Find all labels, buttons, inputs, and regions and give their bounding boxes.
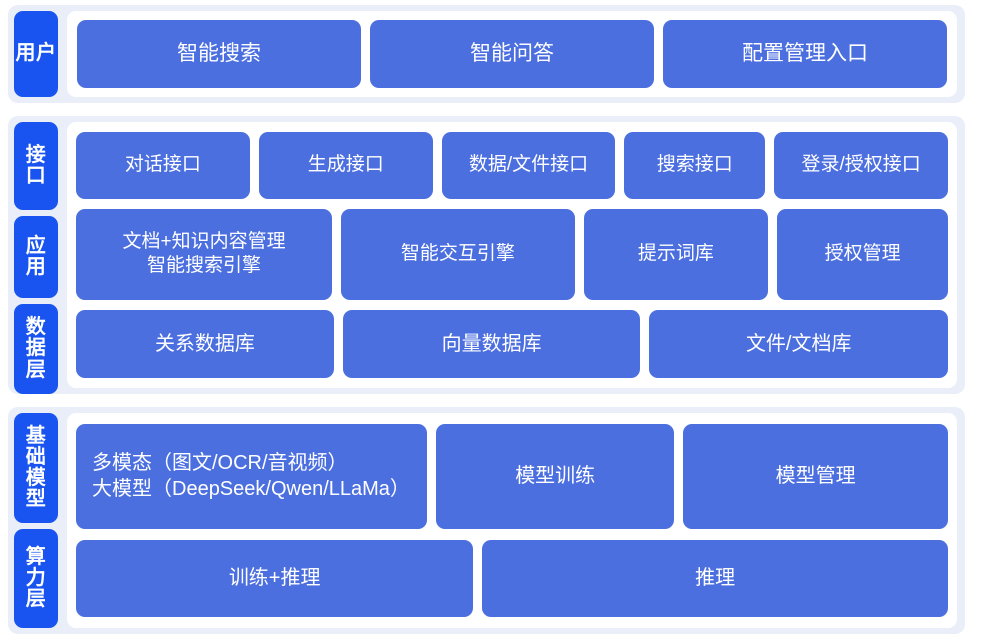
layer-tab-interface[interactable]: 接 口 (14, 122, 58, 210)
box-model-training-label: 模型训练 (515, 465, 596, 488)
box-config-management-entry[interactable]: 配置管理入口 (663, 20, 947, 88)
box-prompt-library-label: 提示词库 (637, 243, 714, 264)
box-smart-qa-label: 智能问答 (470, 42, 554, 66)
row-data-stores: 关系数据库 向量数据库 文件/文档库 (76, 310, 948, 379)
box-inference[interactable]: 推理 (482, 539, 948, 617)
layer-tab-foundation-model[interactable]: 基 础 模 型 (14, 413, 58, 523)
card-infrastructure: 多模态（图文/OCR/音视频） 大模型（DeepSeek/Qwen/LLaMa）… (67, 413, 957, 628)
layer-tab-foundation-model-char-2: 础 (25, 445, 47, 468)
box-data-file-api[interactable]: 数据/文件接口 (441, 132, 616, 199)
layer-tab-interface-char-2: 口 (25, 165, 47, 187)
box-file-document-repository[interactable]: 文件/文档库 (649, 310, 948, 379)
row-compute-resources: 训练+推理 推理 (76, 539, 948, 617)
box-smart-interaction-engine-label: 智能交互引擎 (400, 243, 515, 264)
box-prompt-library[interactable]: 提示词库 (583, 208, 769, 301)
box-doc-knowledge-management-line-1: 文档+知识内容管理 (122, 230, 286, 252)
section-middle: 接 口 应 用 数 据 层 对话接口 (8, 116, 965, 394)
box-dialog-api[interactable]: 对话接口 (76, 132, 250, 199)
box-authorization-management-label: 授权管理 (824, 243, 901, 264)
box-training-inference[interactable]: 训练+推理 (76, 539, 474, 617)
layer-tab-data-char-2: 据 (25, 337, 47, 360)
card-user: 智能搜索 智能问答 配置管理入口 (67, 11, 957, 97)
box-search-api[interactable]: 搜索接口 (624, 132, 766, 199)
layer-tab-interface-char-1: 接 (25, 143, 47, 166)
box-relational-database-label: 关系数据库 (154, 333, 255, 356)
box-doc-knowledge-management-line-2: 智能搜索引擎 (147, 255, 262, 277)
card-middle: 对话接口 生成接口 数据/文件接口 搜索接口 登录/授权接口 文 (67, 122, 957, 388)
layer-tab-foundation-model-char-1: 基 (25, 424, 47, 447)
row-model-capabilities: 多模态（图文/OCR/音视频） 大模型（DeepSeek/Qwen/LLaMa）… (76, 424, 948, 529)
box-doc-knowledge-management[interactable]: 文档+知识内容管理 智能搜索引擎 (76, 208, 333, 301)
box-model-management-label: 模型管理 (775, 465, 856, 488)
layer-tab-user-label: 用户 (15, 42, 57, 65)
box-generation-api[interactable]: 生成接口 (258, 132, 433, 199)
layer-tab-data-char-1: 数 (25, 316, 47, 339)
box-smart-qa[interactable]: 智能问答 (370, 20, 654, 88)
box-smart-interaction-engine[interactable]: 智能交互引擎 (341, 208, 575, 301)
box-multimodal-large-model-line-2: 大模型（DeepSeek/Qwen/LLaMa） (92, 478, 410, 501)
row-application-modules: 文档+知识内容管理 智能搜索引擎 智能交互引擎 提示词库 授权管理 (76, 208, 948, 301)
layer-tab-foundation-model-char-4: 型 (25, 488, 47, 511)
layer-tab-data-char-3: 层 (25, 358, 47, 381)
box-search-api-label: 搜索接口 (656, 153, 733, 175)
layer-tab-application[interactable]: 应 用 (14, 216, 58, 298)
box-smart-search-label: 智能搜索 (177, 42, 261, 66)
box-dialog-api-label: 对话接口 (124, 153, 201, 175)
box-vector-database-label: 向量数据库 (441, 333, 542, 356)
layer-tab-user[interactable]: 用户 (14, 11, 58, 97)
box-login-auth-api-label: 登录/授权接口 (801, 153, 921, 175)
box-login-auth-api[interactable]: 登录/授权接口 (774, 132, 949, 199)
box-training-inference-label: 训练+推理 (228, 567, 321, 590)
box-file-document-repository-label: 文件/文档库 (745, 333, 852, 356)
section-user: 用户 智能搜索 智能问答 配置管理入口 (8, 5, 965, 103)
layer-tab-compute-char-3: 层 (25, 588, 47, 611)
box-config-management-entry-label: 配置管理入口 (742, 42, 868, 66)
box-multimodal-large-model-line-1: 多模态（图文/OCR/音视频） (92, 451, 348, 474)
box-model-training[interactable]: 模型训练 (436, 424, 675, 529)
tab-column-middle: 接 口 应 用 数 据 层 (14, 122, 58, 394)
layer-tab-compute-char-2: 力 (25, 566, 47, 589)
layer-tab-compute[interactable]: 算 力 层 (14, 529, 58, 628)
section-infrastructure: 基 础 模 型 算 力 层 多模态（图文/OCR/音视频） (8, 407, 965, 634)
box-generation-api-label: 生成接口 (307, 153, 384, 175)
box-authorization-management[interactable]: 授权管理 (777, 208, 948, 301)
box-relational-database[interactable]: 关系数据库 (76, 310, 334, 379)
box-multimodal-large-model[interactable]: 多模态（图文/OCR/音视频） 大模型（DeepSeek/Qwen/LLaMa） (76, 424, 428, 529)
row-interface-apis: 对话接口 生成接口 数据/文件接口 搜索接口 登录/授权接口 (76, 132, 949, 199)
tab-column-user: 用户 (14, 11, 58, 97)
layer-tab-compute-char-1: 算 (25, 545, 47, 568)
tab-column-infrastructure: 基 础 模 型 算 力 层 (14, 413, 58, 628)
box-smart-search[interactable]: 智能搜索 (77, 20, 361, 88)
box-model-management[interactable]: 模型管理 (683, 424, 948, 529)
row-user-entries: 智能搜索 智能问答 配置管理入口 (77, 20, 947, 88)
layer-tab-foundation-model-char-3: 模 (25, 467, 47, 489)
box-vector-database[interactable]: 向量数据库 (342, 310, 641, 379)
layer-tab-application-char-1: 应 (25, 234, 47, 257)
layer-tab-application-char-2: 用 (25, 256, 47, 278)
box-data-file-api-label: 数据/文件接口 (468, 153, 589, 175)
layer-tab-data[interactable]: 数 据 层 (14, 304, 58, 394)
box-inference-label: 推理 (695, 567, 736, 590)
